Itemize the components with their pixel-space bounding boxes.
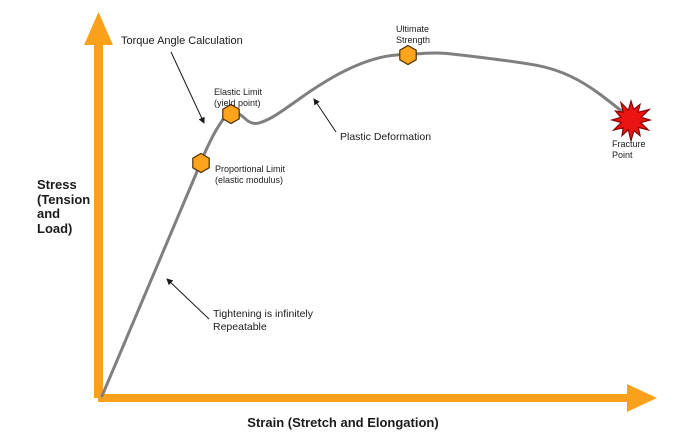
- proportional-limit-hexagon-marker: [192, 152, 210, 174]
- plastic-deformation-pointer-arrow: [313, 98, 337, 133]
- y-axis-label: Stress (Tension and Load): [37, 177, 91, 236]
- torque-angle-pointer-arrow: [170, 51, 205, 124]
- fracture-starburst-marker: [609, 98, 653, 142]
- tightening-annotation: Tightening is infinitely Repeatable: [213, 308, 313, 333]
- ultimate-strength-hexagon-marker: [399, 44, 417, 66]
- x-axis-label: Strain (Stretch and Elongation): [247, 415, 439, 430]
- y-axis-shaft: [94, 40, 103, 398]
- proportional-limit-label: Proportional Limit (elastic modulus): [215, 164, 286, 185]
- stress-strain-curve: [100, 51, 631, 398]
- x-axis-arrowhead-icon: [627, 384, 657, 412]
- x-axis-shaft: [98, 394, 628, 402]
- torque-angle-annotation: Torque Angle Calculation: [121, 35, 243, 47]
- y-axis-arrowhead-icon: [84, 12, 113, 45]
- ultimate-strength-label: Ultimate Strength: [396, 24, 431, 45]
- elastic-limit-hexagon-marker: [222, 103, 240, 125]
- fracture-point-label: Fracture Point: [612, 139, 646, 160]
- elastic-limit-label: Elastic Limit (yield point): [214, 87, 263, 108]
- tightening-pointer-arrow: [166, 278, 210, 320]
- plastic-deformation-annotation: Plastic Deformation: [340, 131, 432, 143]
